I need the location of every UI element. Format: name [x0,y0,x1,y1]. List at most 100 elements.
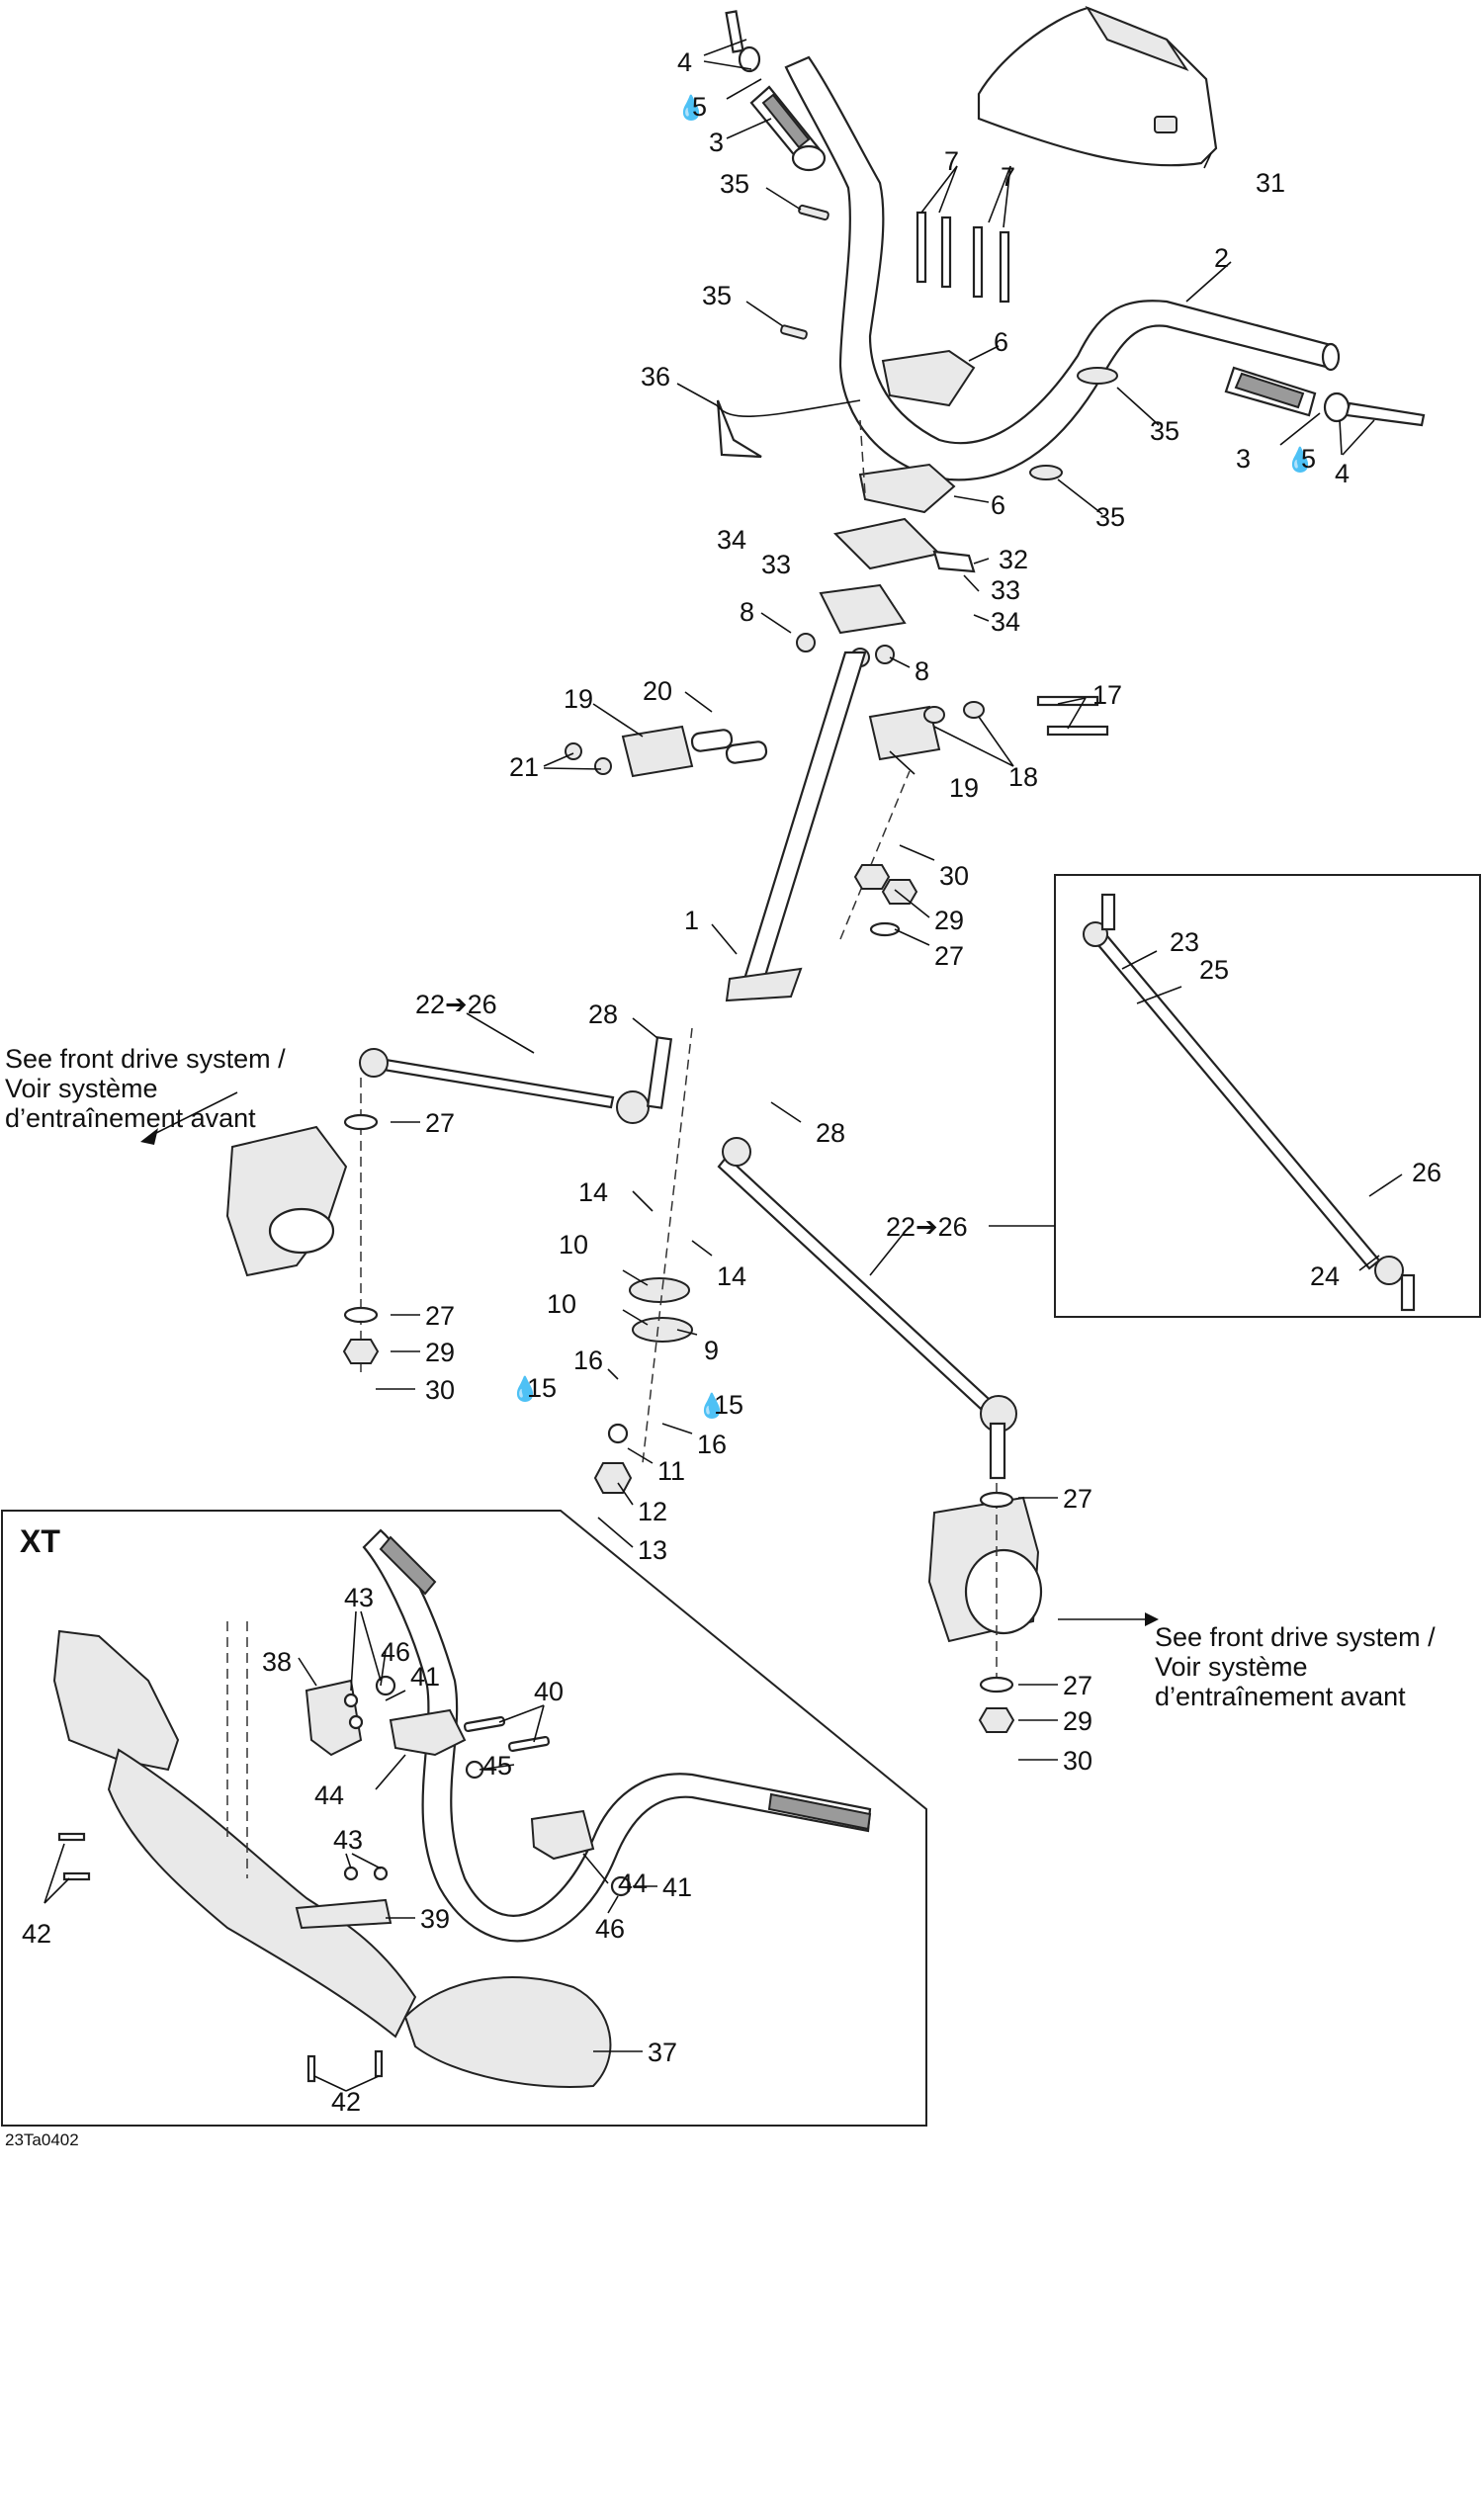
callout-27: 27 [1063,1484,1092,1514]
left-tie-rod [359,1036,673,1124]
column-flange [725,967,803,1002]
callout-14: 14 [578,1177,608,1207]
callout-7: 7 [944,146,959,176]
callout-29: 29 [425,1338,455,1367]
nut [875,645,895,664]
callout-26: 26 [1412,1158,1441,1187]
drop-icon: 💧 [510,1375,540,1403]
callout-33: 33 [991,575,1020,605]
support-plate [819,583,907,635]
callout-25: 25 [1199,955,1229,985]
callout-40: 40 [534,1677,564,1706]
callout-9: 9 [704,1336,719,1365]
callout-3: 3 [709,128,724,157]
svg-text:See front drive system /: See front drive system / [1155,1622,1436,1652]
nut [593,1462,633,1494]
nut [796,633,816,652]
callout-8: 8 [915,656,929,686]
callout-17: 17 [1092,680,1122,710]
callout-4: 4 [1335,459,1350,488]
callout-15: 15 [714,1390,743,1420]
right-grip [1224,366,1426,427]
callout-28: 28 [588,999,618,1029]
drop-icon: 💧 [697,1392,727,1420]
callout-13: 13 [638,1535,667,1565]
right-knuckle [927,1496,1043,1643]
callout-27: 27 [934,941,964,971]
callout-16: 16 [573,1346,603,1375]
tie-rod-detail-frame [1054,874,1481,1318]
callout-39: 39 [420,1904,450,1934]
callout-27: 27 [1063,1671,1092,1700]
callout-6: 6 [994,327,1008,357]
callout-18: 18 [1008,762,1038,792]
callout-32: 32 [999,545,1028,574]
callout-38: 38 [262,1647,292,1677]
left-grip [725,10,827,172]
callout-36: 36 [641,362,670,391]
detail-tie-rod [1083,893,1416,1312]
clamp-bolts [916,211,1010,304]
upper-clamp [881,349,976,407]
xt-handguard-bar [107,1748,417,2039]
callout-41: 41 [410,1662,440,1692]
callout-45: 45 [482,1751,512,1781]
callout-29: 29 [1063,1706,1092,1736]
callout-27: 27 [425,1108,455,1138]
washer [607,1423,629,1444]
note-right: See front drive system / Voir système d’… [1155,1622,1436,1711]
callout-1: 1 [684,906,699,935]
svg-text:Voir système: Voir système [1155,1652,1308,1682]
bearing [632,1317,693,1343]
callout-35: 35 [1095,502,1125,532]
callout-15: 15 [527,1373,557,1403]
callout-35: 35 [702,281,732,310]
xt-inset-frame [1,1510,927,2127]
callouts: 4 💧 5 3 35 35 36 7 7 6 6 31 2 35 35 3 💧 … [22,47,1441,2117]
steering-column [740,651,867,991]
callout-43: 43 [333,1825,363,1855]
callout-16: 16 [697,1430,727,1459]
svg-text:d’entraînement avant: d’entraînement avant [1155,1682,1406,1711]
lower-clamp [858,463,956,514]
callout-30: 30 [425,1375,455,1405]
callout-35: 35 [1150,416,1179,446]
xt-title: XT [20,1523,60,1559]
callout-29: 29 [934,906,964,935]
callout-42: 42 [331,2087,361,2117]
pin [780,324,808,340]
callout-8: 8 [740,597,754,627]
callout-24: 24 [1310,1261,1340,1291]
callout-19: 19 [949,773,979,803]
handlebar [784,55,1341,481]
callout-21: 21 [509,752,539,782]
callout-42: 42 [22,1919,51,1949]
callout-10: 10 [547,1289,576,1319]
arrow-icon [140,1128,158,1145]
callout-11: 11 [657,1456,685,1486]
callout-3: 3 [1236,444,1251,474]
callout-2: 2 [1214,243,1229,273]
callout-10: 10 [559,1230,588,1260]
callout-30: 30 [1063,1746,1092,1776]
callout-6: 6 [991,490,1005,520]
diagram-code: 23Ta0402 [5,2130,79,2149]
callout-5: 5 [1301,444,1316,474]
leader-lines [44,39,1403,2092]
callout-19: 19 [564,684,593,714]
callout-12: 12 [638,1497,667,1526]
left-knuckle [225,1125,348,1277]
callout-4: 4 [677,47,692,77]
clip [716,399,762,459]
drop-icon: 💧 [676,94,706,122]
arrow-icon [1145,1612,1159,1626]
svg-text:Voir système: Voir système [5,1074,158,1103]
callout-44: 44 [314,1781,344,1810]
handlebar-pad [977,5,1218,167]
svg-text:d’entraînement avant: d’entraînement avant [5,1103,256,1133]
callout-34: 34 [717,525,746,555]
callout-46: 46 [381,1637,410,1667]
callout-31: 31 [1256,168,1285,198]
pin [1077,367,1118,385]
right-tie-rod [717,1137,1017,1480]
